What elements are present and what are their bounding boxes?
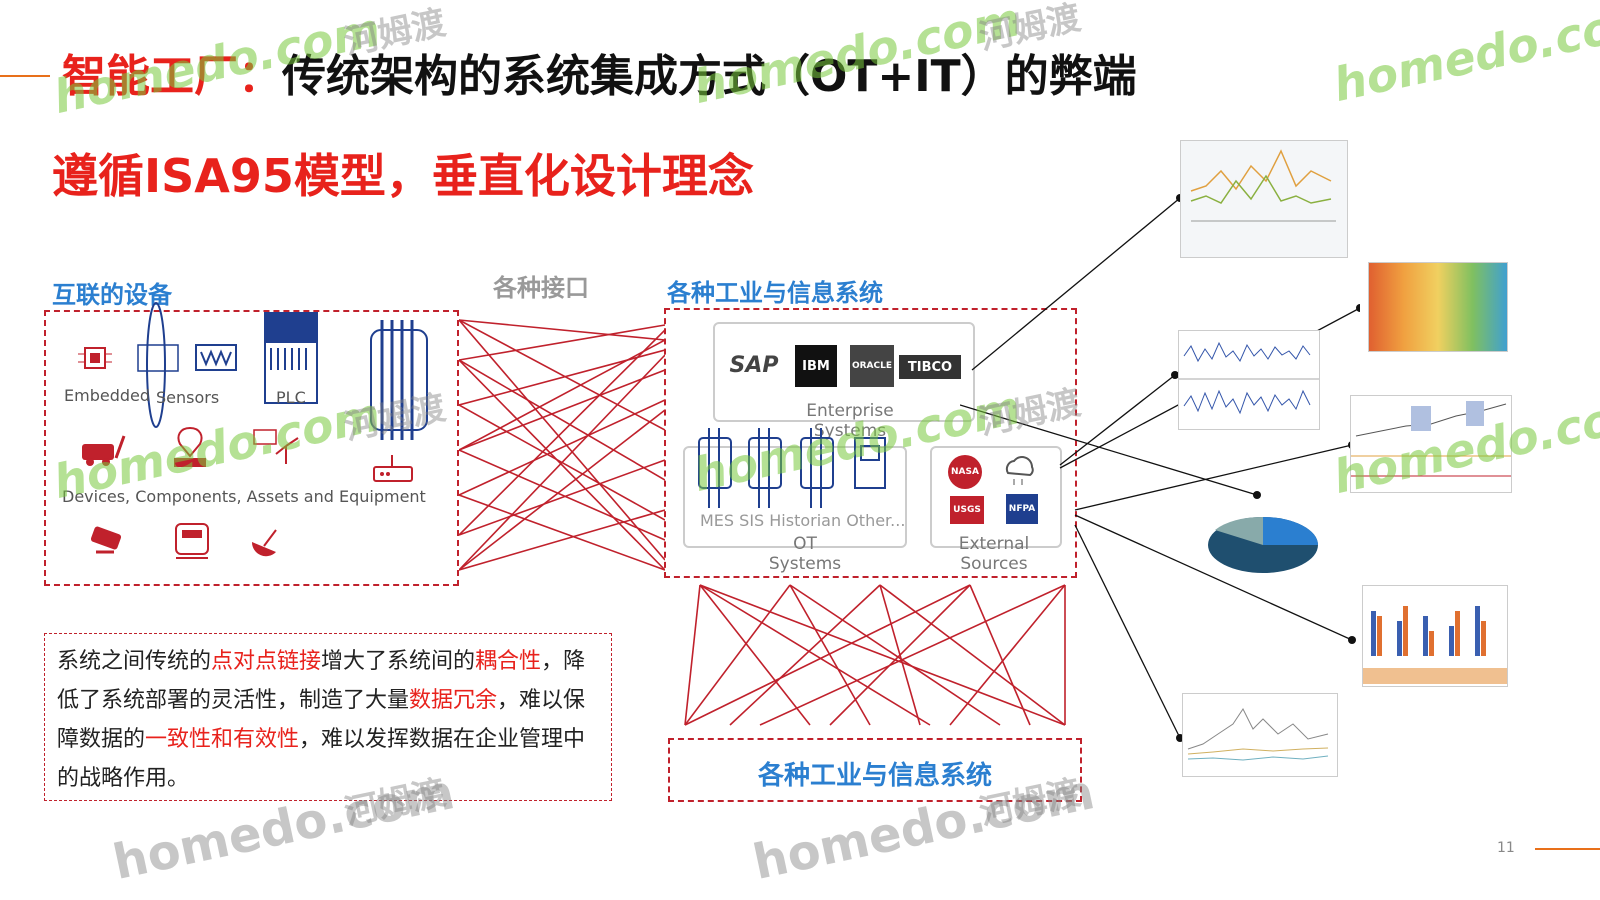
wind-turbine-icon xyxy=(253,429,299,464)
title-prefix: 智能工厂： xyxy=(62,51,282,102)
devices-box xyxy=(44,310,459,586)
ot-systems-label: OT Systems xyxy=(740,534,870,574)
area-chart-thumbnail xyxy=(1182,693,1338,777)
control-chart-thumbnail-graphic xyxy=(1179,341,1319,415)
note-text-3: ，降低了系统部署的灵活性，制造了大量 xyxy=(57,649,586,713)
nasa-logo: NASA xyxy=(948,455,982,489)
oracle-logo: ORACLE xyxy=(850,345,894,387)
chip-icon xyxy=(78,347,112,369)
interface-links xyxy=(459,319,665,571)
router-icon xyxy=(373,455,413,482)
note-highlight-4: 一致性和有效性 xyxy=(145,727,300,752)
control-chart-thumbnail xyxy=(1178,330,1320,430)
external-sources-group xyxy=(930,446,1062,548)
watermark-3: homedo.com xyxy=(1329,0,1600,112)
ot-items: MES SIS Historian Other... xyxy=(700,511,906,530)
system-links xyxy=(684,584,1066,726)
page-number: 11 xyxy=(1497,840,1515,856)
note-text-1: 系统之间传统的 xyxy=(57,649,212,674)
tibco-logo: TIBCO xyxy=(899,355,961,379)
line-chart-thumbnail-graphic xyxy=(1190,149,1336,222)
multi-line-thumbnail xyxy=(1350,395,1512,493)
note-text-5: ，难以发挥数据在企业管理中的战略作用。 xyxy=(57,727,586,791)
meter-icon xyxy=(195,344,237,371)
note-highlight-2: 耦合性 xyxy=(475,649,542,674)
satellite-dish-icon xyxy=(251,529,277,557)
ot-label-line2: Systems xyxy=(768,554,842,574)
note-text-2: 增大了系统间的 xyxy=(321,649,476,674)
external-label-line2: Sources xyxy=(960,554,1028,574)
camera-icon xyxy=(90,526,122,554)
note-text-4: ，难以保障数据的 xyxy=(57,688,586,752)
enterprise-systems-label: Enterprise Systems xyxy=(780,401,920,441)
area-chart-thumbnail-graphic xyxy=(1187,708,1329,761)
embedded-label: Embedded xyxy=(64,386,151,405)
external-label-line1: External xyxy=(958,534,1030,554)
line-chart-thumbnail xyxy=(1180,140,1348,258)
systems-box xyxy=(664,308,1077,578)
bar-chart-thumbnail xyxy=(1362,585,1508,687)
nfpa-logo: NFPA xyxy=(1006,494,1038,524)
footer-accent-line xyxy=(1535,848,1600,850)
ot-systems-group xyxy=(683,446,907,548)
heatmap-thumbnail xyxy=(1368,262,1508,352)
note-box: 系统之间传统的点对点链接增大了系统间的耦合性，降低了系统部署的灵活性，制造了大量… xyxy=(44,633,612,801)
watermark-1-latin: homedo.com xyxy=(48,2,386,125)
devices-caption: Devices, Components, Assets and Equipmen… xyxy=(62,487,426,506)
ot-system-icons xyxy=(698,428,886,508)
watermark-1: homedo.com xyxy=(49,2,385,124)
rack-device-icon xyxy=(370,320,428,440)
note-highlight-3: 数据冗余 xyxy=(409,688,498,713)
vehicle-robot-icon xyxy=(82,435,126,466)
title-main: 传统架构的系统集成方式（OT+IT）的弊端 xyxy=(282,51,1137,102)
note-highlight-1: 点对点链接 xyxy=(211,649,322,674)
ot-label-line1: OT xyxy=(793,534,817,554)
systems-heading: 各种工业与信息系统 xyxy=(667,279,883,307)
location-truck-icon xyxy=(174,426,206,467)
plc-icon xyxy=(264,312,318,404)
enterprise-label-line2: Systems xyxy=(813,421,887,441)
enterprise-systems-group xyxy=(713,322,975,422)
weather-icon xyxy=(1005,456,1034,485)
bottom-systems-label: 各种工业与信息系统 xyxy=(757,761,992,791)
page-title: 智能工厂：传统架构的系统集成方式（OT+IT）的弊端 xyxy=(62,40,1137,104)
pie-chart-thumbnail xyxy=(1208,516,1318,573)
analytics-links xyxy=(960,194,1360,742)
bottom-systems-box xyxy=(668,738,1082,802)
sensor-icon xyxy=(137,302,179,428)
external-sources-label: External Sources xyxy=(935,534,1053,574)
sap-logo: SAP xyxy=(729,352,779,378)
watermark-3-latin: homedo.com xyxy=(1328,0,1600,113)
usgs-logo: USGS xyxy=(950,496,984,524)
plc-label: PLC xyxy=(276,388,306,407)
sensors-label: Sensors xyxy=(156,388,220,407)
devices-heading: 互联的设备 xyxy=(52,281,172,309)
title-accent-line xyxy=(0,75,50,77)
interfaces-label: 各种接口 xyxy=(493,274,589,302)
train-icon xyxy=(175,523,209,559)
bar-chart-thumbnail-graphic xyxy=(1363,606,1507,684)
multi-line-thumbnail-graphic xyxy=(1351,401,1511,477)
enterprise-label-line1: Enterprise xyxy=(806,401,894,421)
page-subtitle: 遵循ISA95模型，垂直化设计理念 xyxy=(52,149,754,203)
ibm-logo: IBM xyxy=(795,345,837,387)
